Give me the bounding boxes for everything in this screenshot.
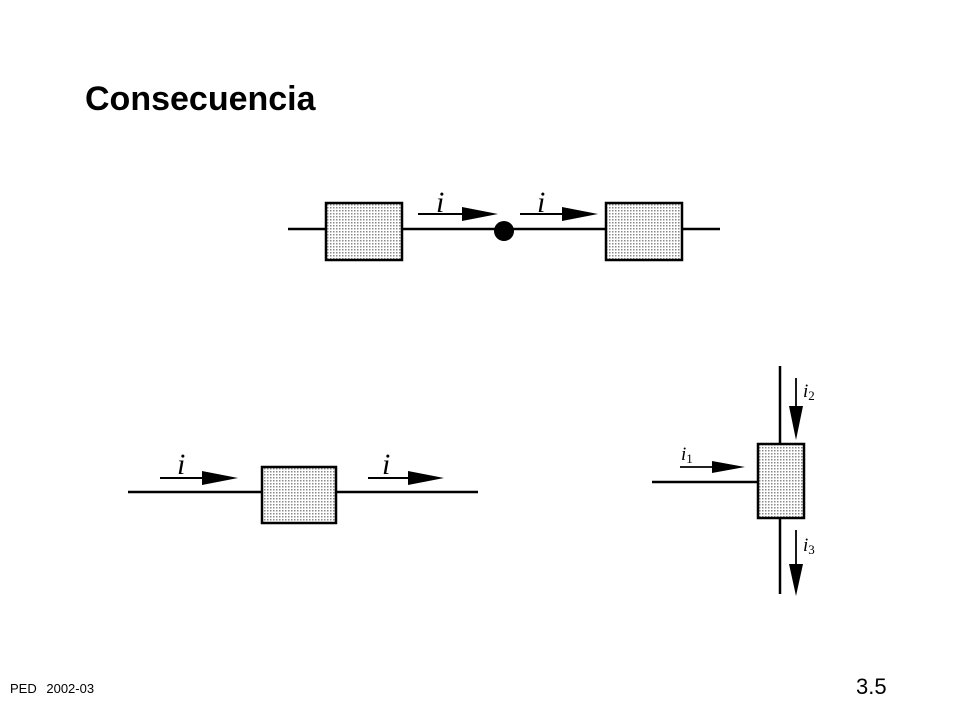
current-arrow-out: i (368, 448, 444, 485)
slide-title: Consecuencia (85, 80, 316, 118)
single-element-diagram: i i (128, 448, 478, 525)
current-label-i1: i1 (681, 444, 693, 466)
current-label: i (177, 448, 185, 481)
current-label: i (382, 448, 390, 481)
footer: PED 2002-03 (10, 681, 94, 696)
current-label: i (537, 186, 545, 219)
three-current-diagram: i1 i2 i3 (652, 366, 815, 596)
element-box (756, 442, 806, 520)
page-number: 3.5 (856, 674, 887, 699)
current-label-i2: i2 (803, 381, 815, 403)
current-arrow-i3: i3 (789, 530, 815, 596)
current-arrow-i2: i2 (789, 378, 815, 440)
element-box-left (324, 201, 404, 262)
current-arrow-i1: i1 (680, 444, 745, 473)
current-label: i (436, 186, 444, 219)
current-arrow-right: i (520, 186, 598, 221)
series-node-diagram: i i (288, 186, 720, 262)
footer-course: PED (10, 681, 37, 696)
current-label-i3: i3 (803, 535, 815, 557)
current-arrow-left: i (418, 186, 498, 221)
footer-year: 2002-03 (46, 681, 95, 696)
current-arrow-in: i (160, 448, 238, 485)
element-box (260, 465, 338, 525)
node-dot (494, 221, 514, 241)
element-box-right (604, 201, 684, 262)
